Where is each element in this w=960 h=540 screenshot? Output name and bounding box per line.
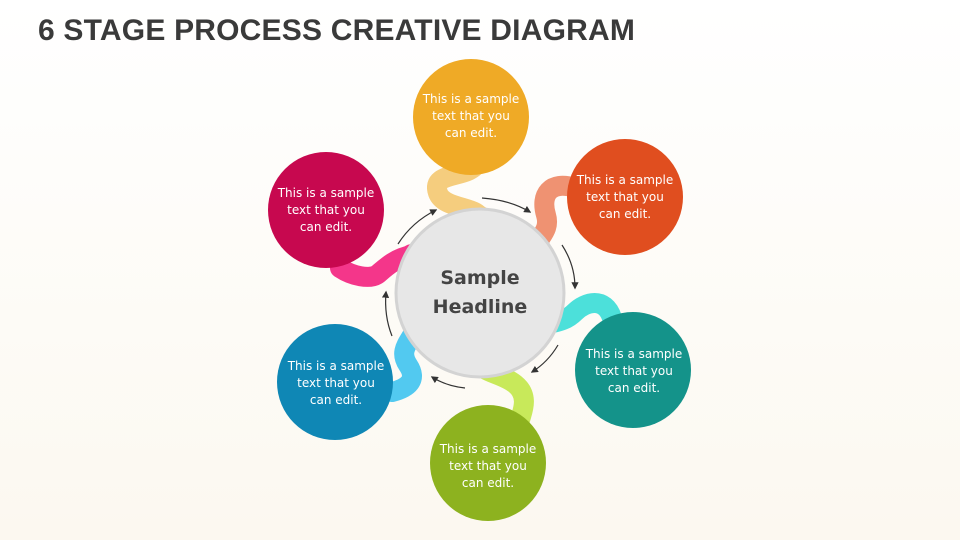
- stage-text-3-line-3: can edit.: [608, 381, 660, 395]
- stage-circle-3: [575, 312, 691, 428]
- stage-text-5-line-1: This is a sample: [287, 359, 385, 373]
- stage-circle-5: [277, 324, 393, 440]
- stage-text-6-line-3: can edit.: [300, 220, 352, 234]
- stage-3: This is a sample text that you can edit.: [575, 312, 691, 428]
- stage-text-6-line-2: text that you: [287, 203, 365, 217]
- stage-2: This is a sample text that you can edit.: [567, 139, 683, 255]
- stage-text-5-line-3: can edit.: [310, 393, 362, 407]
- stage-text-6-line-1: This is a sample: [277, 186, 375, 200]
- cycle-arrow-3: [530, 344, 559, 373]
- stage-text-5-line-2: text that you: [297, 376, 375, 390]
- stage-4: This is a sample text that you can edit.: [430, 405, 546, 521]
- connector-6: [330, 245, 422, 287]
- stage-text-3-line-1: This is a sample: [585, 347, 683, 361]
- stage-text-2-line-2: text that you: [586, 190, 664, 204]
- cycle-arrow-1: [481, 197, 532, 213]
- page-title: 6 STAGE PROCESS CREATIVE DIAGRAM: [38, 14, 636, 47]
- cycle-arrow-6: [397, 209, 438, 245]
- stage-text-4-line-3: can edit.: [462, 476, 514, 490]
- stage-text-1-line-2: text that you: [432, 109, 510, 123]
- stage-1: This is a sample text that you can edit.: [413, 59, 529, 175]
- stage-circle-1: [413, 59, 529, 175]
- stage-text-3-line-2: text that you: [595, 364, 673, 378]
- stage-circle-2: [567, 139, 683, 255]
- center-headline-line-1: Sample: [440, 267, 519, 289]
- cycle-arrow-2: [561, 244, 579, 290]
- stage-text-4-line-2: text that you: [449, 459, 527, 473]
- stage-text-1-line-3: can edit.: [445, 126, 497, 140]
- stage-text-4-line-1: This is a sample: [439, 442, 537, 456]
- stage-text-1-line-1: This is a sample: [422, 92, 520, 106]
- stage-5: This is a sample text that you can edit.: [277, 324, 393, 440]
- cycle-arrow-5: [381, 290, 393, 337]
- stage-text-2-line-3: can edit.: [599, 207, 651, 221]
- cycle-arrows: [381, 197, 579, 389]
- center-circle: [394, 207, 566, 379]
- center-headline-line-2: Headline: [433, 296, 528, 318]
- stage-circle-6: [268, 152, 384, 268]
- stage-6: This is a sample text that you can edit.: [268, 152, 384, 268]
- cycle-arrow-4: [430, 376, 466, 389]
- stage-text-2-line-1: This is a sample: [576, 173, 674, 187]
- center-hub: Sample Headline: [394, 207, 566, 379]
- stage-circle-4: [430, 405, 546, 521]
